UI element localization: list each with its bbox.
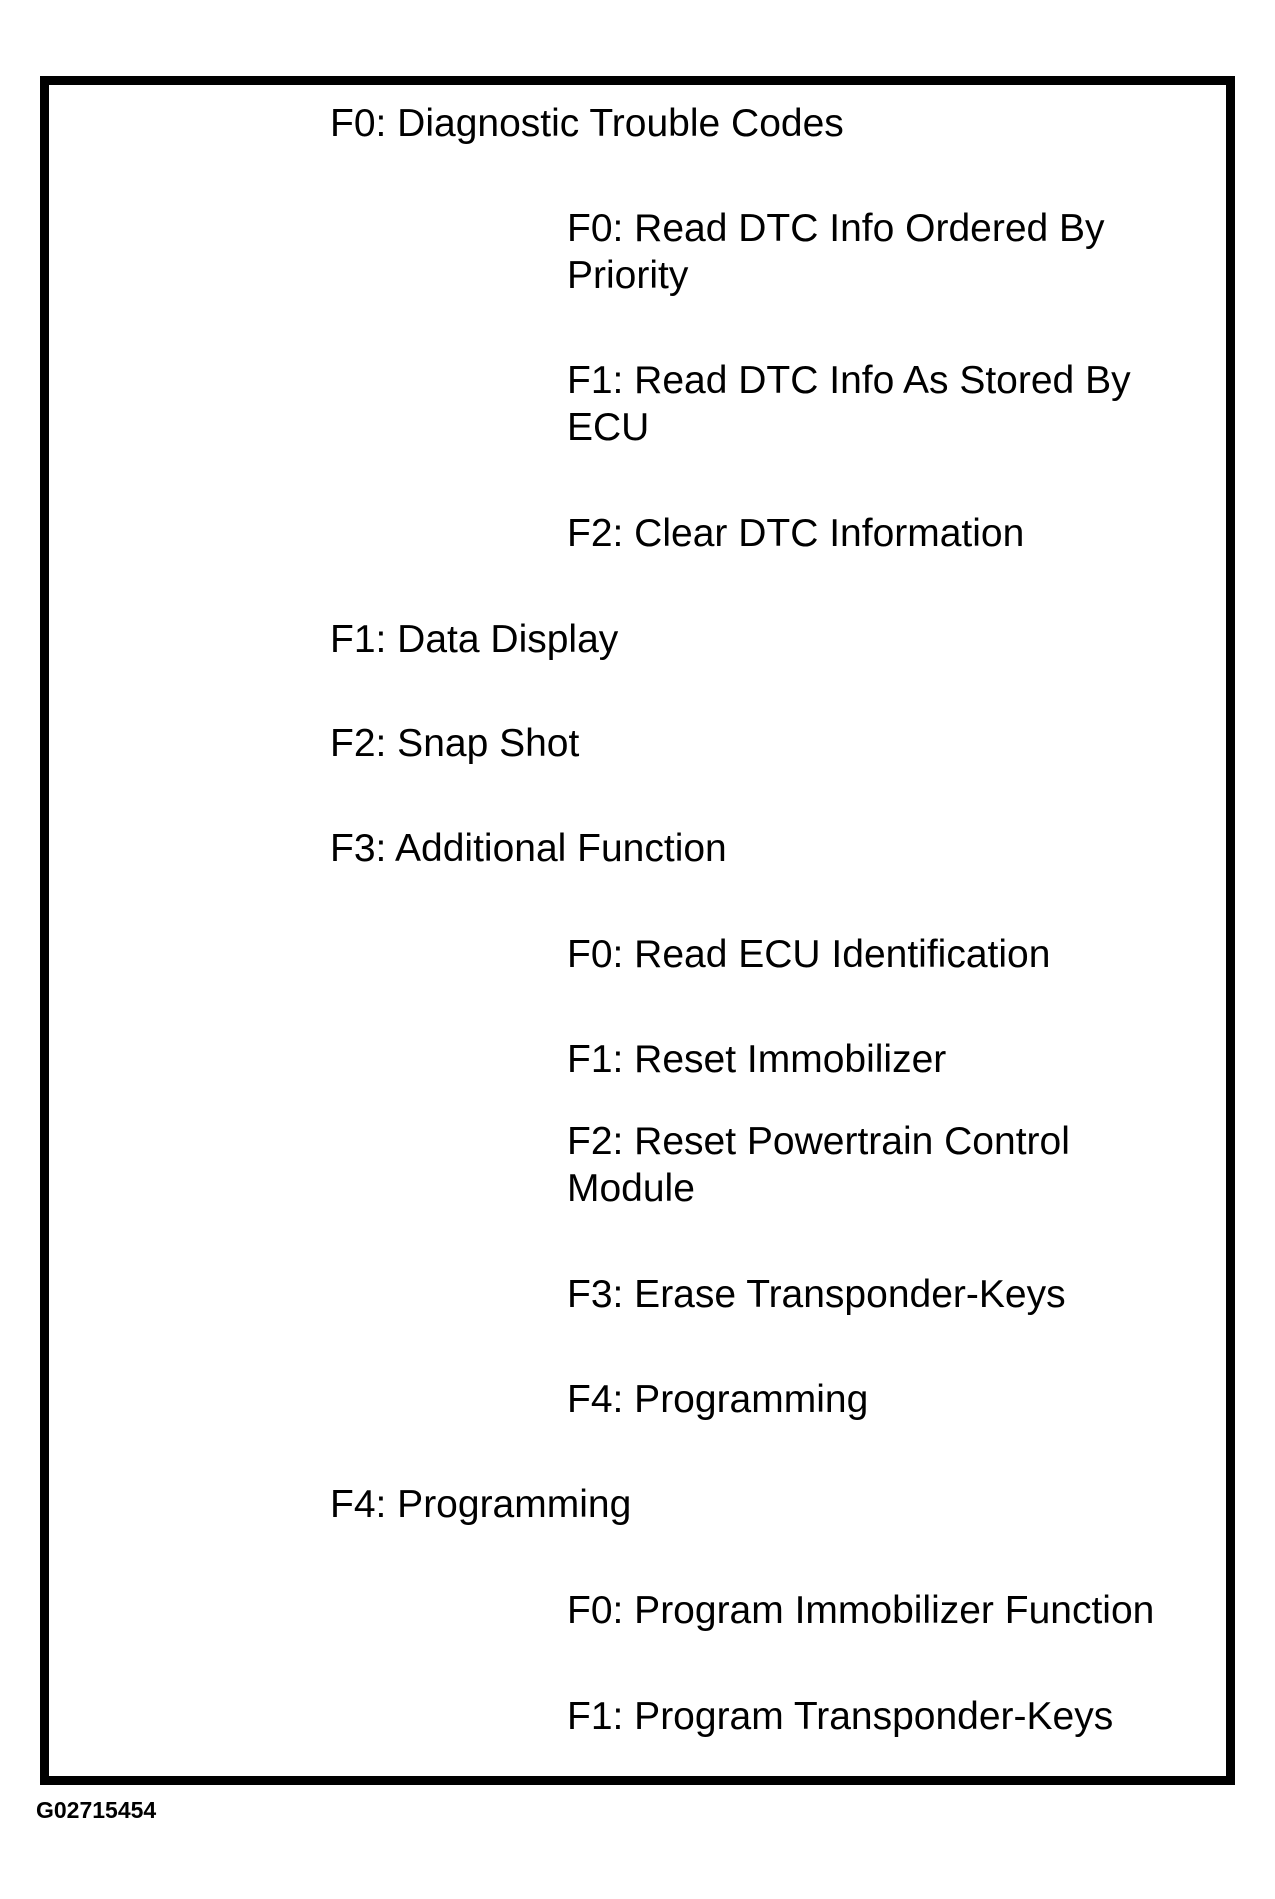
- menu-item-data-display: F1: Data Display: [330, 618, 619, 661]
- menu-item-reset-pcm: F2: Reset Powertrain Control Module: [567, 1120, 1070, 1210]
- menu-item-erase-transponder-keys: F3: Erase Transponder-Keys: [567, 1273, 1066, 1316]
- figure-id: G02715454: [36, 1797, 157, 1823]
- menu-tree-frame: [40, 76, 1235, 1785]
- menu-item-diagnostic-trouble-codes: F0: Diagnostic Trouble Codes: [330, 102, 844, 145]
- menu-item-program-immobilizer: F0: Program Immobilizer Function: [567, 1589, 1155, 1632]
- menu-item-read-ecu-id: F0: Read ECU Identification: [567, 933, 1051, 976]
- menu-item-read-dtc-priority: F0: Read DTC Info Ordered By Priority: [567, 207, 1105, 297]
- menu-item-snap-shot: F2: Snap Shot: [330, 722, 580, 765]
- menu-item-clear-dtc: F2: Clear DTC Information: [567, 512, 1025, 555]
- menu-item-reset-immobilizer: F1: Reset Immobilizer: [567, 1038, 947, 1081]
- menu-item-programming: F4: Programming: [330, 1483, 632, 1526]
- menu-item-programming-sub: F4: Programming: [567, 1378, 869, 1421]
- menu-item-program-transponder-keys: F1: Program Transponder-Keys: [567, 1695, 1114, 1738]
- menu-item-additional-function: F3: Additional Function: [330, 827, 727, 870]
- menu-item-read-dtc-stored: F1: Read DTC Info As Stored By ECU: [567, 359, 1131, 449]
